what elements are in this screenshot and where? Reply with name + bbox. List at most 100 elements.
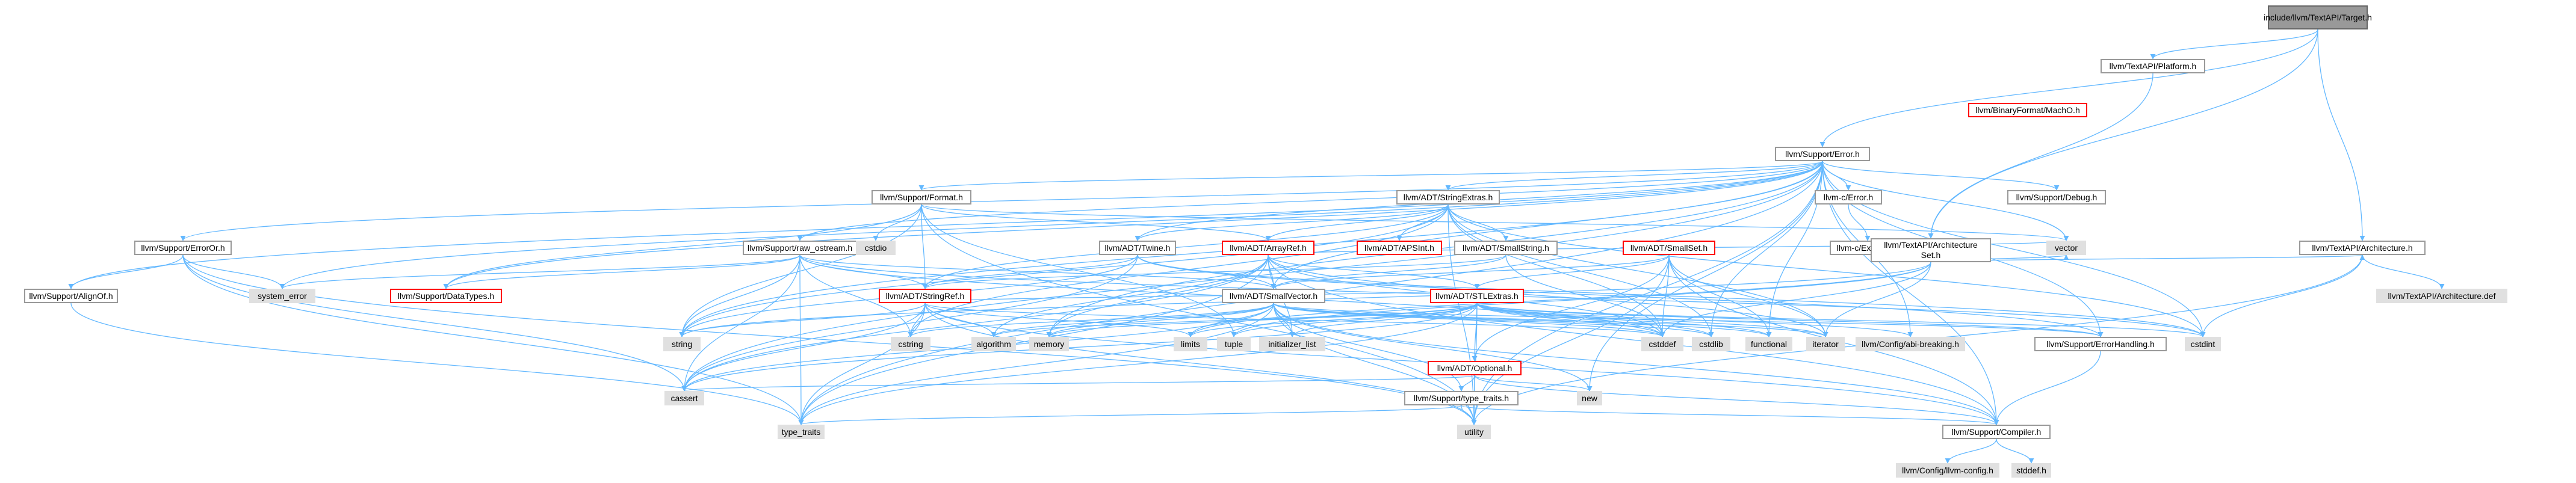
edge-errorhandling-h-to-compiler-h (1993, 351, 2101, 425)
edge-compiler-h-to-llvm-config-h (1945, 438, 1997, 464)
edge-architectureset-h-to-tuple (1231, 262, 1931, 337)
edge-stringextras-h-to-cstddef (1447, 204, 1665, 337)
node-erroror-h[interactable]: llvm/Support/ErrorOr.h (134, 241, 232, 255)
edge-smallvector-h-to-cstdlib (1273, 303, 1714, 337)
edge-arrayref-h-to-compiler-h (1268, 254, 1999, 425)
edge-error-h-to-debug-h (1822, 161, 2060, 191)
node-algorithm: algorithm (971, 337, 1016, 351)
edge-type-traits-h-to-utility (1461, 405, 1477, 425)
edge-smallset-h-to-cstddef (1659, 254, 1670, 337)
edge-smallstring-h-to-smallvector-h (1271, 254, 1506, 289)
node-stringextras-h[interactable]: llvm/ADT/StringExtras.h (1396, 190, 1500, 205)
edge-erroror-h-to-cassert (182, 254, 687, 392)
node-limits: limits (1174, 337, 1207, 351)
node-vector: vector (2046, 241, 2086, 255)
node-smallvector-h[interactable]: llvm/ADT/SmallVector.h (1222, 289, 1325, 303)
node-c-error-h[interactable]: llvm-c/Error.h (1815, 190, 1882, 205)
node-smallset-h[interactable]: llvm/ADT/SmallSet.h (1623, 241, 1715, 255)
node-arrayref-h[interactable]: llvm/ADT/ArrayRef.h (1222, 241, 1314, 255)
edge-stlextras-h-to-errorhandling-h (1476, 303, 2104, 337)
edge-stringextras-h-to-cstdlib (1447, 204, 1714, 337)
edge-raw-ostream-h-to-type-traits (798, 254, 804, 425)
node-smallstring-h[interactable]: llvm/ADT/SmallString.h (1454, 241, 1558, 255)
node-string: string (663, 337, 701, 351)
node-architecture-h[interactable]: llvm/TextAPI/Architecture.h (2299, 241, 2426, 255)
edge-smallvector-h-to-memory (1046, 303, 1274, 337)
edge-error-h-to-smallvector-h (1271, 161, 1823, 289)
edge-type-traits-h-to-type-traits (799, 405, 1462, 425)
node-macho-h[interactable]: llvm/BinaryFormat/MachO.h (1968, 103, 2087, 117)
edge-arrayref-h-to-iterator (1268, 254, 1828, 337)
node-format-h[interactable]: llvm/Support/Format.h (872, 190, 971, 205)
node-stringref-h[interactable]: llvm/ADT/StringRef.h (879, 289, 971, 303)
edge-error-h-to-vector (1822, 161, 2069, 241)
edge-optional-h-to-new (1474, 375, 1593, 392)
edge-stlextras-h-to-iterator (1476, 303, 1828, 337)
node-architectureset-h[interactable]: llvm/TextAPI/Architecture Set.h (1871, 238, 1991, 262)
node-initializer-list: initializer_list (1259, 337, 1325, 351)
node-stlextras-h[interactable]: llvm/ADT/STLExtras.h (1430, 289, 1524, 303)
node-errorhandling-h[interactable]: llvm/Support/ErrorHandling.h (2034, 337, 2167, 351)
node-cstddef: cstddef (1641, 337, 1683, 351)
edge-twine-h-to-stringref-h (922, 254, 1138, 289)
node-datatypes-h[interactable]: llvm/Support/DataTypes.h (390, 289, 502, 303)
edge-stringextras-h-to-string (679, 204, 1449, 337)
edge-error-h-to-compiler-h (1822, 161, 1999, 425)
node-debug-h[interactable]: llvm/Support/Debug.h (2007, 190, 2106, 205)
edge-architecture-h-to-architecture-def (2362, 254, 2445, 289)
edge-smallvector-h-to-iterator (1273, 303, 1828, 337)
node-platform-h[interactable]: llvm/TextAPI/Platform.h (2101, 59, 2205, 73)
edge-stringref-h-to-type-traits (798, 303, 926, 425)
node-cstdio: cstdio (856, 241, 896, 255)
node-error-h[interactable]: llvm/Support/Error.h (1775, 147, 1870, 161)
edge-format-h-to-tuple (921, 204, 1237, 337)
edge-stlextras-h-to-memory (1046, 303, 1478, 337)
edge-target-h-to-architectureset-h (1928, 29, 2318, 239)
edge-stlextras-h-to-abi-breaking-h (1476, 303, 1913, 337)
edge-error-h-to-system-error (279, 161, 1823, 289)
edge-raw-ostream-h-to-cassert (681, 254, 800, 392)
edge-stringextras-h-to-cstdint (1447, 204, 2206, 337)
edge-raw-ostream-h-to-system-error (279, 254, 800, 289)
node-functional: functional (1745, 337, 1792, 351)
node-type-traits-h[interactable]: llvm/Support/type_traits.h (1404, 391, 1519, 405)
edge-stringextras-h-to-arrayref-h (1265, 204, 1449, 241)
node-cstdint: cstdint (2185, 337, 2221, 351)
edge-arrayref-h-to-cassert (681, 254, 1269, 392)
edge-optional-h-to-compiler-h (1474, 375, 1999, 425)
node-stddef-h: stddef.h (2011, 463, 2051, 478)
edge-stringref-h-to-string (679, 303, 926, 337)
edge-format-h-to-vector (921, 204, 2069, 241)
node-apsint-h[interactable]: llvm/ADT/APSInt.h (1357, 241, 1442, 255)
edge-error-h-to-stringextras-h (1445, 161, 1823, 191)
edge-stlextras-h-to-cstddef (1476, 303, 1665, 337)
edge-raw-ostream-h-to-string (679, 254, 800, 337)
edge-architectureset-h-to-limits (1187, 262, 1931, 337)
node-alignof-h[interactable]: llvm/Support/AlignOf.h (24, 289, 118, 303)
edge-stlextras-h-to-cstdlib (1476, 303, 1714, 337)
edge-smallstring-h-to-stringref-h (922, 254, 1506, 289)
edge-raw-ostream-h-to-smallvector-h (799, 254, 1277, 289)
edge-erroror-h-to-system-error (182, 254, 285, 289)
edge-smallvector-h-to-cstddef (1273, 303, 1665, 337)
node-new: new (1577, 391, 1602, 405)
node-optional-h[interactable]: llvm/ADT/Optional.h (1428, 361, 1522, 375)
node-raw-ostream-h[interactable]: llvm/Support/raw_ostream.h (743, 241, 857, 255)
edge-stlextras-h-to-cstdint (1476, 303, 2206, 337)
node-twine-h[interactable]: llvm/ADT/Twine.h (1099, 241, 1176, 255)
edge-smallvector-h-to-compiler-h (1273, 303, 1999, 425)
edge-format-h-to-arrayref-h (921, 204, 1271, 241)
edge-stringref-h-to-stlextras-h (924, 288, 1479, 304)
edge-stlextras-h-to-algorithm (991, 303, 1478, 337)
edge-twine-h-to-cstdint (1137, 254, 2206, 337)
edge-twine-h-to-errorhandling-h (1137, 254, 2104, 337)
edge-stringref-h-to-cassert (681, 303, 926, 392)
edge-stringextras-h-to-twine-h (1135, 204, 1449, 241)
edge-stringextras-h-to-stringref-h (922, 204, 1449, 289)
node-compiler-h[interactable]: llvm/Support/Compiler.h (1942, 425, 2051, 439)
edge-error-h-to-new (1587, 161, 1823, 392)
edge-error-h-to-format-h (918, 161, 1823, 191)
edge-erroror-h-to-type-traits (182, 254, 804, 425)
edge-format-h-to-cstdio (873, 204, 922, 241)
